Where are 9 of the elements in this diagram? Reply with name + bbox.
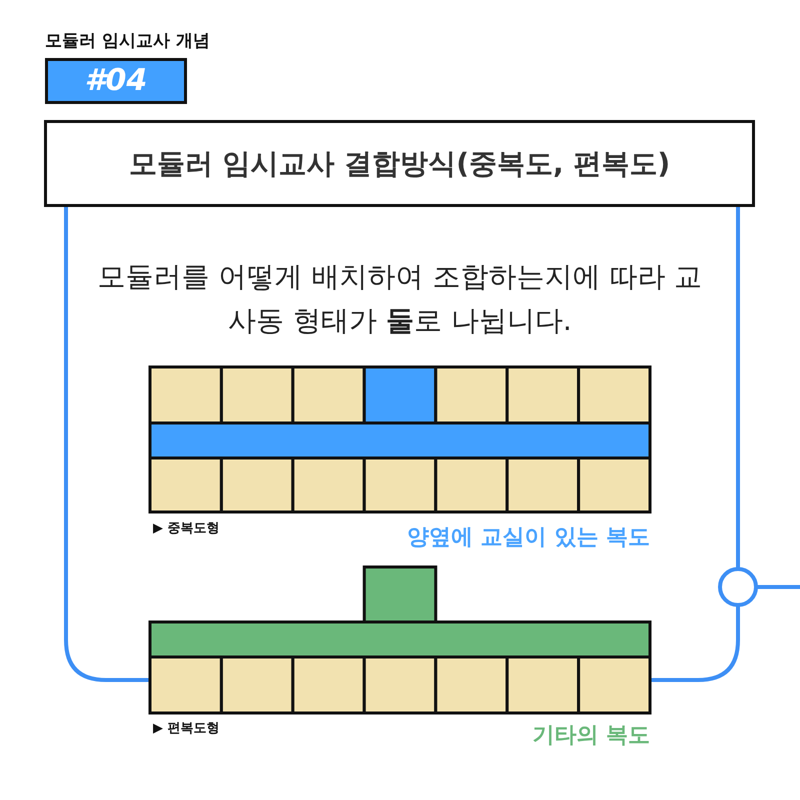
number-badge: #04	[45, 58, 187, 104]
heading: 모듈러 임시교사 개념	[45, 30, 210, 52]
description-text: 모듈러를 어떻게 배치하여 조합하는지에 따라 교사동 형태가 둘로 나뉩니다.	[96, 259, 704, 339]
plan-caption: ▶ 중복도형	[153, 520, 220, 537]
plan-caption: ▶ 편복도형	[153, 720, 220, 737]
title-box	[44, 120, 755, 207]
plan-description: 양옆에 교실이 있는 복도	[407, 524, 650, 552]
title-text: 모듈러 임시교사 결합방식(중복도, 편복도)	[128, 146, 670, 182]
plan-description: 기타의 복도	[532, 722, 650, 750]
